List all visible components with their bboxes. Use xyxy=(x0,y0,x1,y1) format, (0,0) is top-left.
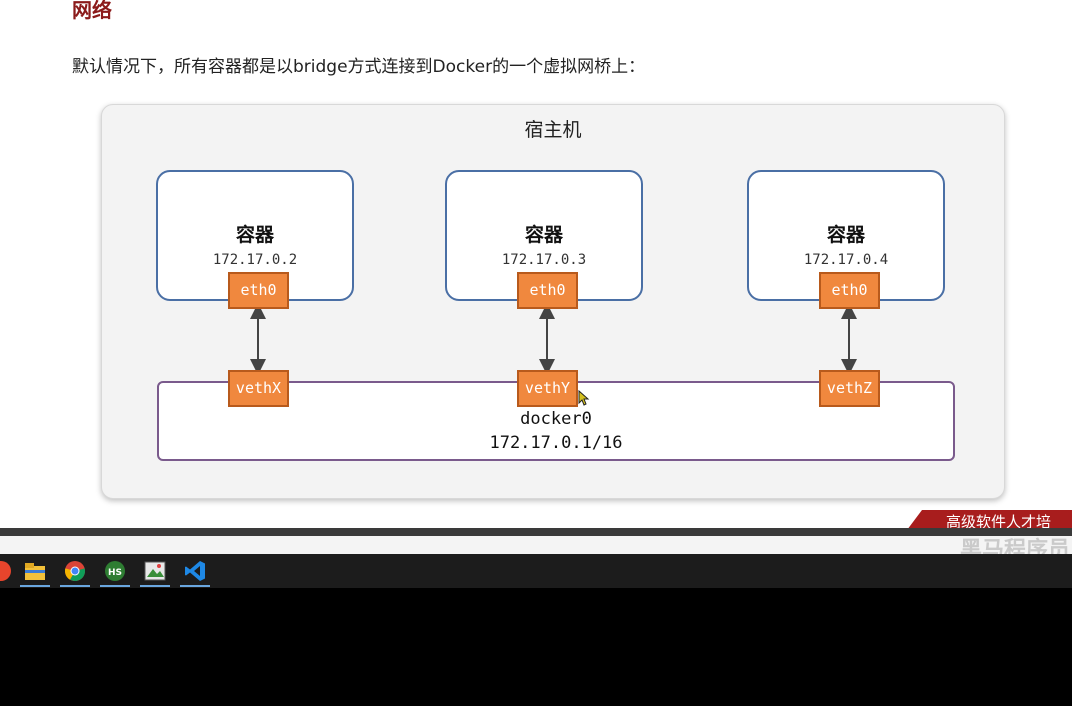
container-label: 容器 xyxy=(524,224,563,246)
file-explorer-icon[interactable] xyxy=(20,557,50,587)
veth-port-z: vethZ xyxy=(819,370,880,407)
link-arrows xyxy=(250,303,857,375)
institute-banner: 高级软件人才培 xyxy=(904,510,1072,528)
bridge-name: docker0 xyxy=(520,409,592,429)
container-ip: 172.17.0.4 xyxy=(803,252,889,268)
host-machine-box: 宿主机 容器 172.17.0.2 容器 172.17.0.3 容器 172.1… xyxy=(101,104,1005,499)
taskbar: HS xyxy=(0,554,1072,588)
intro-text: 默认情况下，所有容器都是以bridge方式连接到Docker的一个虚拟网桥上： xyxy=(72,57,646,77)
mouse-cursor-icon xyxy=(578,390,590,406)
image-viewer-icon[interactable] xyxy=(140,557,170,587)
container-ip: 172.17.0.3 xyxy=(501,252,587,268)
player-strip xyxy=(0,536,1072,554)
container-label: 容器 xyxy=(826,224,865,246)
eth0-port-3: eth0 xyxy=(819,272,880,309)
container-ip: 172.17.0.2 xyxy=(212,252,298,268)
recording-icon[interactable] xyxy=(0,557,16,585)
veth-port-x: vethX xyxy=(228,370,289,407)
eth0-port-2: eth0 xyxy=(517,272,578,309)
presentation-slide: 网络 默认情况下，所有容器都是以bridge方式连接到Docker的一个虚拟网桥… xyxy=(0,0,1072,528)
container-label: 容器 xyxy=(235,224,274,246)
bridge-ip: 172.17.0.1/16 xyxy=(489,433,623,453)
veth-port-y: vethY xyxy=(517,370,578,407)
section-heading: 网络 xyxy=(72,0,112,22)
svg-text:HS: HS xyxy=(108,568,122,578)
host-label: 宿主机 xyxy=(524,119,582,141)
chrome-icon[interactable] xyxy=(60,557,90,587)
vscode-icon[interactable] xyxy=(180,557,210,587)
eth0-port-1: eth0 xyxy=(228,272,289,309)
slide-bottom-edge xyxy=(0,528,1072,536)
hs-app-icon[interactable]: HS xyxy=(100,557,130,587)
